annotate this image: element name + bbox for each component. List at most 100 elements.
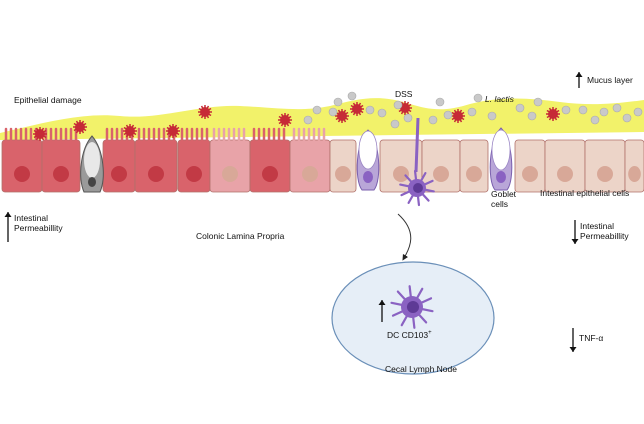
cell-nucleus: [148, 166, 164, 182]
dss-particle: [398, 101, 412, 115]
arrow-head-up: [378, 300, 386, 305]
indicator-arrows: [4, 72, 583, 352]
dss-core: [337, 111, 347, 121]
cell-nucleus: [393, 166, 409, 182]
l-lactis-bacterium: [403, 113, 413, 123]
permeability-right-arrow: [571, 220, 579, 244]
dendritic-cell-lamina-propria: [399, 117, 435, 207]
migration-arrow: [397, 213, 412, 261]
cell-nucleus: [53, 166, 69, 182]
mucus-layer-label: Mucus layer: [587, 75, 633, 85]
l-lactis-bacterium: [303, 115, 313, 125]
dss-particle: [123, 124, 137, 138]
l-lactis-bacterium: [487, 111, 497, 121]
cell-nucleus: [628, 166, 641, 182]
intestinal-epithelial-cells-label: Intestinal epithelial cells: [540, 188, 630, 198]
goblet-cell-left: [356, 129, 380, 191]
arrow-head-down: [571, 239, 579, 244]
dendritic-cell-nucleus: [406, 300, 420, 314]
l-lactis-bacterium: [377, 108, 387, 118]
l-lactis-bacterium: [365, 105, 375, 115]
dc-cd103-arrow: [378, 300, 386, 322]
dss-label: DSS: [395, 89, 413, 99]
l-lactis-bacterium: [443, 110, 453, 120]
intestinal-permeability-left-label: Intestinal Permeabillity: [14, 213, 63, 233]
epithelial-damage-label: Epithelial damage: [14, 95, 82, 105]
damaged-goblet-cell: [80, 135, 104, 193]
cell-nucleus: [522, 166, 538, 182]
dss-particle: [546, 107, 560, 121]
intestinal-permeability-right-label: Intestinal Permeabillity: [580, 221, 629, 241]
permeability-left-arrow: [4, 212, 12, 242]
arrow-head-up: [575, 72, 583, 77]
l-lactis-bacterium: [390, 119, 400, 129]
goblet-cell-right: [489, 127, 513, 191]
dss-core: [453, 111, 463, 121]
dss-core: [35, 129, 45, 139]
l-lactis-bacterium: [612, 103, 622, 113]
dss-core: [280, 115, 290, 125]
dss-core: [352, 104, 362, 114]
cell-nucleus: [433, 166, 449, 182]
l-lactis-bacterium: [633, 107, 643, 117]
goblet-cells-label: Goblet cells: [491, 189, 517, 209]
dss-particle: [33, 127, 47, 141]
l-lactis-bacterium: [622, 113, 632, 123]
dc-cd103-text: DC CD103: [387, 329, 429, 340]
l-lactis-bacterium: [590, 115, 600, 125]
dendritic-cell-lymph-node: [390, 285, 434, 329]
l-lactis-bacterium: [578, 105, 588, 115]
l-lactis-bacterium: [561, 105, 571, 115]
l-lactis-bacterium: [599, 107, 609, 117]
l-lactis-bacterium: [347, 91, 357, 101]
cell-nucleus: [262, 166, 278, 182]
dss-core: [548, 109, 558, 119]
dss-core: [125, 126, 135, 136]
dss-particle: [451, 109, 465, 123]
l-lactis-bacterium: [312, 105, 322, 115]
arrow-head-up: [4, 212, 12, 217]
dc-cd103-superscript: +: [428, 330, 432, 336]
dendritic-cell-nucleus: [413, 183, 423, 193]
cell-nucleus: [466, 166, 482, 182]
l-lactis-bacterium: [473, 93, 483, 103]
l-lactis-bacterium: [527, 111, 537, 121]
tnf-alpha-arrow: [569, 328, 577, 352]
mucus-layer-arrow: [575, 72, 583, 88]
l-lactis-bacterium: [533, 97, 543, 107]
dss-particle: [278, 113, 292, 127]
cell-nucleus: [557, 166, 573, 182]
l-lactis-label: L. lactis: [485, 94, 514, 104]
dss-core: [168, 126, 178, 136]
l-lactis-bacterium: [467, 107, 477, 117]
dss-core: [75, 122, 85, 132]
l-lactis-bacterium: [333, 97, 343, 107]
dss-particle: [335, 109, 349, 123]
l-lactis-bacterium: [328, 107, 338, 117]
dss-core: [200, 107, 210, 117]
dss-particle: [198, 105, 212, 119]
mucus-layer: [0, 98, 644, 140]
cell-nucleus: [335, 166, 351, 182]
microvilli: [4, 127, 326, 142]
dss-particles: [33, 101, 560, 141]
tnf-alpha-label: TNF-α: [579, 333, 604, 343]
arrow-head-down: [569, 347, 577, 352]
epithelial-cell-row: [1, 139, 644, 193]
dss-particle: [350, 102, 364, 116]
l-lactis-bacterium: [428, 115, 438, 125]
colonic-lamina-propria-label: Colonic Lamina Propria: [196, 231, 285, 241]
cell-nucleus: [14, 166, 30, 182]
cell-nucleus: [222, 166, 238, 182]
dss-particle: [73, 120, 87, 134]
dss-particle: [166, 124, 180, 138]
cell-nucleus: [111, 166, 127, 182]
cell-nucleus: [186, 166, 202, 182]
dss-core: [400, 103, 410, 113]
cell-nucleus: [597, 166, 613, 182]
l-lactis-bacterium: [435, 97, 445, 107]
l-lactis-bacterium: [515, 103, 525, 113]
cell-nucleus: [302, 166, 318, 182]
l-lactis-bacteria: [303, 91, 643, 129]
